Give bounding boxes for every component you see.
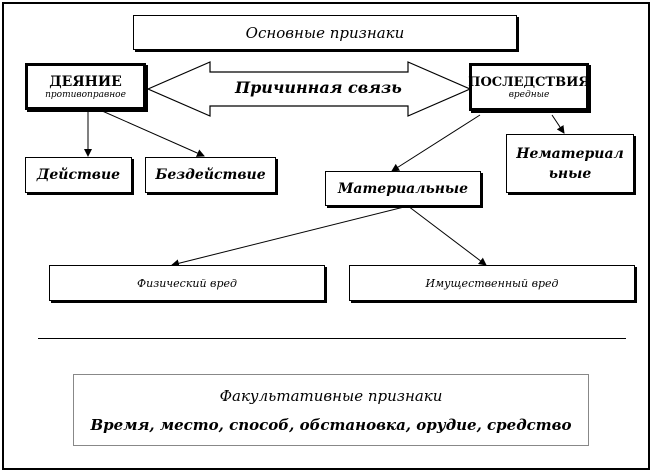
inaction-box: Бездействие <box>145 157 276 193</box>
consequences-box: ПОСЛЕДСТВИЯ вредные <box>468 63 590 111</box>
consequences-subtitle: вредные <box>508 89 550 100</box>
line-cons-material <box>391 114 481 172</box>
optional-features-box: Факультативные признаки Время, место, сп… <box>73 374 589 446</box>
main-title: Основные признаки <box>245 23 405 42</box>
section-divider <box>38 338 626 339</box>
non-material-box: Нематериал ьные <box>506 134 634 193</box>
optional-features-title: Факультативные признаки <box>219 386 443 405</box>
line-act-inaction <box>99 109 205 157</box>
material-box: Материальные <box>325 171 481 206</box>
act-subtitle: противоправное <box>45 89 126 100</box>
property-harm-label: Имущественный вред <box>425 276 559 290</box>
line-cons-nonmaterial <box>551 114 565 134</box>
line-material-property <box>407 205 487 266</box>
non-material-label: Нематериал ьные <box>516 145 624 182</box>
material-label: Материальные <box>337 180 469 197</box>
inaction-label: Бездействие <box>155 167 266 183</box>
action-label: Действие <box>36 167 121 183</box>
optional-features-items: Время, место, способ, обстановка, орудие… <box>90 415 572 434</box>
line-material-physical <box>171 205 409 268</box>
causal-link-label: Причинная связь <box>235 78 402 97</box>
main-title-box: Основные признаки <box>133 15 517 50</box>
act-box: ДЕЯНИЕ противоправное <box>25 63 146 110</box>
action-box: Действие <box>25 157 132 193</box>
physical-harm-label: Физический вред <box>137 276 237 290</box>
act-title: ДЕЯНИЕ <box>49 73 122 90</box>
property-harm-box: Имущественный вред <box>349 265 635 301</box>
physical-harm-box: Физический вред <box>49 265 325 301</box>
consequences-title: ПОСЛЕДСТВИЯ <box>468 74 590 90</box>
